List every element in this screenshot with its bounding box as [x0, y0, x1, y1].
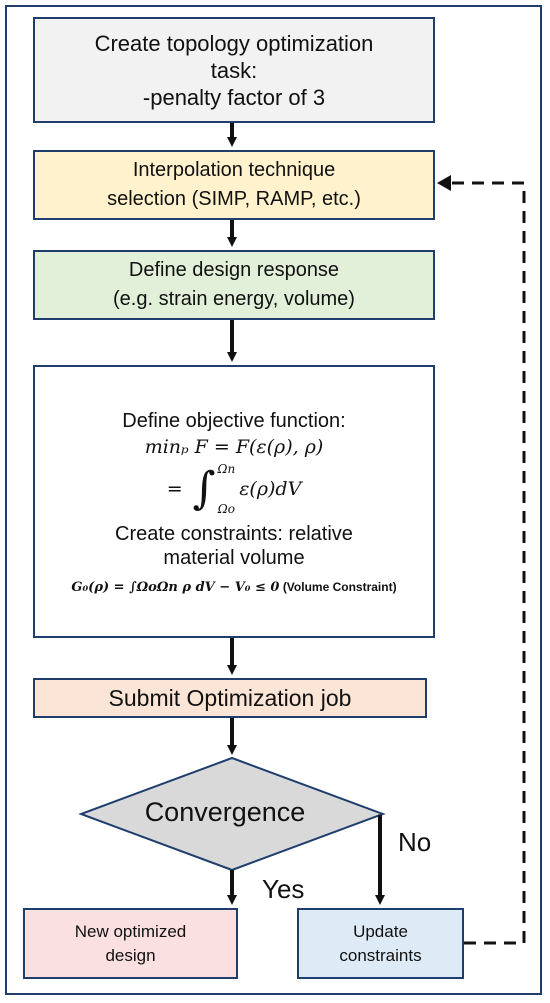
equals-sign: = [166, 477, 183, 500]
interpolation-line2: selection (SIMP, RAMP, etc.) [107, 188, 361, 210]
volume-constraint: G₀(ρ) = ∫ΩoΩn ρ dV − V₀ ≤ 0 (Volume Cons… [71, 580, 396, 595]
feedback-loop-dashed [448, 181, 526, 945]
integral-lower-limit: Ωo [217, 501, 235, 516]
submit-label: Submit Optimization job [108, 684, 352, 711]
new-design-line2: design [105, 945, 156, 965]
integrand: ε(ρ)dV [239, 477, 302, 500]
update-line2: constraints [339, 945, 422, 965]
objective-heading: Define objective function: [122, 409, 346, 432]
objective-integral-equation: = ∫ Ωn Ωo ε(ρ)dV [167, 462, 302, 516]
volume-constraint-label: (Volume Constraint) [282, 579, 397, 594]
volume-constraint-equation: G₀(ρ) = ∫ΩoΩn ρ dV − V₀ ≤ 0 [71, 579, 280, 595]
new-design-line1: New optimized [74, 921, 187, 941]
create-task-line2: task: [210, 57, 258, 83]
design-response-line2: (e.g. strain energy, volume) [113, 288, 355, 310]
new-design-box: New optimized design [23, 908, 238, 979]
constraints-line2: material volume [163, 546, 305, 569]
create-task-box: Create topology optimization task: -pena… [33, 17, 435, 123]
diagram-frame [5, 5, 542, 995]
interpolation-line1: Interpolation technique [132, 159, 336, 181]
create-task-line1: Create topology optimization [94, 30, 374, 56]
integral-sign-icon: ∫ [192, 462, 216, 514]
objective-box: Define objective function: minₚ F = F(ε(… [33, 365, 435, 638]
no-label: No [398, 827, 432, 857]
design-response-box: Define design response (e.g. strain ener… [33, 250, 435, 320]
objective-equation: minₚ F = F(ε(ρ), ρ) [144, 435, 324, 458]
create-task-line3: -penalty factor of 3 [142, 84, 326, 110]
integral: ∫ Ωn Ωo [191, 462, 240, 516]
update-constraints-box: Update constraints [297, 908, 464, 979]
feedback-arrowhead [437, 175, 451, 191]
convergence-label: Convergence [144, 797, 306, 827]
submit-box: Submit Optimization job [33, 678, 427, 718]
integral-limits: Ωn Ωo [218, 462, 236, 516]
interpolation-box: Interpolation technique selection (SIMP,… [33, 150, 435, 220]
yes-label: Yes [262, 874, 305, 904]
constraints-line1: Create constraints: relative [115, 522, 353, 545]
update-line1: Update [353, 921, 408, 941]
design-response-line1: Define design response [128, 259, 340, 281]
integral-upper-limit: Ωn [217, 461, 236, 476]
